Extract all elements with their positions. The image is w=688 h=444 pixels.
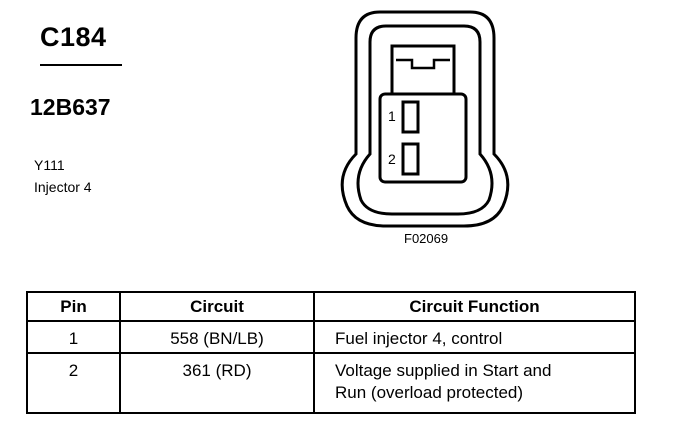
connector-housing-inner (356, 24, 494, 216)
function-line: Fuel injector 4, control (335, 329, 503, 348)
locking-tab (390, 44, 456, 96)
circuit-cell: 361 (RD) (119, 352, 315, 414)
function-line: Run (overload protected) (335, 383, 524, 402)
pin-cell: 2 (26, 352, 121, 414)
function-cell: Voltage supplied in Start and Run (overl… (313, 352, 636, 414)
connector-id-underline (40, 64, 122, 66)
column-header-pin: Pin (26, 291, 121, 322)
pin-cell: 1 (26, 320, 121, 354)
figure-code: F02069 (404, 231, 449, 246)
table-row: 1 558 (BN/LB) Fuel injector 4, control (26, 320, 636, 354)
connector-face-diagram: 1 2 (340, 10, 510, 228)
table-header-row: Pin Circuit Circuit Function (26, 291, 636, 322)
connector-id: C184 (40, 22, 107, 52)
component-name: Injector 4 (34, 179, 92, 195)
connector-housing-outer (340, 10, 510, 228)
pin-table: Pin Circuit Circuit Function 1 558 (BN/L… (26, 291, 636, 414)
column-header-function: Circuit Function (313, 291, 636, 322)
part-number: 12B637 (30, 94, 111, 120)
pin-2-terminal (401, 142, 420, 176)
circuit-cell: 558 (BN/LB) (119, 320, 315, 354)
column-header-circuit: Circuit (119, 291, 315, 322)
pin-2-label: 2 (388, 151, 396, 167)
pin-1-label: 1 (388, 108, 396, 124)
pin-1-terminal (401, 100, 420, 134)
function-line: Voltage supplied in Start and (335, 361, 552, 380)
function-cell: Fuel injector 4, control (313, 320, 636, 354)
terminal-block (378, 92, 468, 184)
component-code: Y111 (34, 157, 65, 173)
table-row: 2 361 (RD) Voltage supplied in Start and… (26, 352, 636, 414)
